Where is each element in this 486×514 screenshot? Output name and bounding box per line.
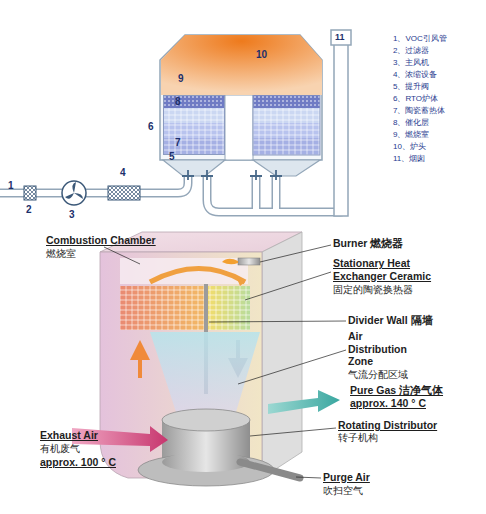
part-label: Burner 燃烧器 [333, 237, 403, 250]
combustion-space [120, 258, 248, 284]
ceramic-bed-outline [163, 95, 225, 155]
part-label: 固定的陶瓷换热器 [333, 284, 413, 296]
fan-blades [65, 182, 83, 199]
ceramic-bed-right [253, 95, 320, 155]
part-label: approx. 140 ° C [350, 397, 426, 410]
exhaust-pipe-fill [207, 176, 341, 212]
callout-number: 6 [148, 121, 154, 133]
pipes [0, 176, 341, 212]
stack [331, 30, 351, 216]
key-entry: 2、过滤器 [393, 46, 429, 56]
callout-number: 8 [175, 96, 181, 107]
part-label: Exhaust Air [40, 429, 98, 442]
chimney-cap [331, 30, 351, 45]
chimney [334, 44, 348, 216]
bed-cells [253, 108, 320, 155]
key-entry: 3、主风机 [393, 58, 429, 68]
furnace-shell [160, 35, 322, 160]
leader-line [260, 245, 331, 262]
leader-line [209, 321, 346, 322]
part-label: approx. 100 ° C [40, 456, 116, 469]
part-label: Purge Air [323, 471, 370, 484]
bed-outline [164, 96, 225, 155]
part-label: 转子机构 [338, 432, 378, 444]
bed-cells [163, 108, 225, 155]
center-wall [225, 95, 253, 160]
part-label: Air Distribution Zone [348, 330, 418, 368]
callout-number: 1 [8, 180, 14, 192]
rto-3d [72, 232, 340, 486]
leader-line [245, 272, 331, 300]
key-entry: 4、浓缩设备 [393, 70, 437, 80]
part-label: 气流分配区域 [348, 369, 408, 380]
ceramic-bed: 87 [163, 95, 225, 155]
combustion-chamber-shape [161, 35, 322, 95]
part-label: Pure Gas 洁净气体 [350, 384, 443, 397]
key-entry: 7、陶瓷蓄热体 [393, 106, 445, 116]
inlet-equipment [24, 181, 140, 205]
leader-line [238, 350, 346, 384]
callout-number: 7 [175, 137, 181, 148]
catalyst-row [253, 95, 320, 108]
branch-pipe-fill [256, 176, 276, 212]
hopper [253, 160, 320, 176]
key-entry: 8、催化层 [393, 118, 429, 128]
key-entry: 9、燃烧室 [393, 130, 429, 140]
fan [62, 181, 86, 205]
key-entry: 1、VOC引风管 [393, 34, 447, 44]
filter [24, 186, 36, 200]
up-arrow [130, 340, 150, 378]
combustion-chamber-outline [160, 33, 323, 95]
leader-line [250, 428, 336, 436]
part-label: 燃烧室 [46, 248, 76, 260]
callout-number: 9 [178, 73, 184, 84]
branch-pipe [256, 176, 276, 212]
catalyst-dots [163, 95, 225, 108]
lift-valves [182, 170, 282, 180]
pure-gas-arrow [268, 390, 340, 414]
concentrator [108, 186, 140, 200]
burner [238, 258, 260, 265]
key-entry: 11、烟囱 [393, 154, 425, 164]
part-label: Divider Wall 隔墙 [348, 314, 433, 327]
purge-air-pipe [240, 462, 300, 478]
key-entry: 6、RTO炉体 [393, 94, 438, 104]
box-right-face [262, 232, 302, 478]
callout-number: 2 [26, 204, 32, 216]
callout-number: 5 [169, 151, 175, 163]
key-entry: 5、提升阀 [393, 82, 429, 92]
key-entry: 10、炉头 [393, 142, 426, 152]
callout-number: 3 [69, 209, 75, 221]
callout-number: 4 [120, 167, 126, 179]
callout-number: 10 [256, 49, 267, 60]
burner-flame [222, 259, 238, 265]
part-label: Stationary Heat Exchanger Ceramic [333, 257, 445, 282]
catalyst-dots [253, 95, 320, 108]
catalyst-row [163, 95, 225, 108]
callout-number: 11 [335, 32, 345, 43]
flow-arc [150, 269, 245, 283]
part-label: Rotating Distributor [338, 419, 437, 432]
combustion-chamber: 10 9 [160, 33, 323, 95]
rto-body [160, 35, 322, 180]
distributor-top [162, 409, 250, 431]
filter-hatch [24, 186, 36, 200]
exhaust-pipe [207, 176, 341, 212]
concentrator-hatch [108, 186, 140, 200]
part-label: 有机废气 [40, 443, 80, 455]
leader-line [104, 247, 140, 264]
air-distribution-zone [150, 332, 260, 412]
flow-arc-head [236, 276, 245, 286]
leader-lines [104, 245, 346, 478]
part-label: 吹扫空气 [323, 485, 363, 497]
part-label: Combustion Chamber [46, 234, 156, 247]
ceramic-cells [120, 286, 250, 330]
leader-line [296, 477, 321, 478]
bed-outline [253, 95, 320, 155]
hopper [163, 160, 225, 176]
